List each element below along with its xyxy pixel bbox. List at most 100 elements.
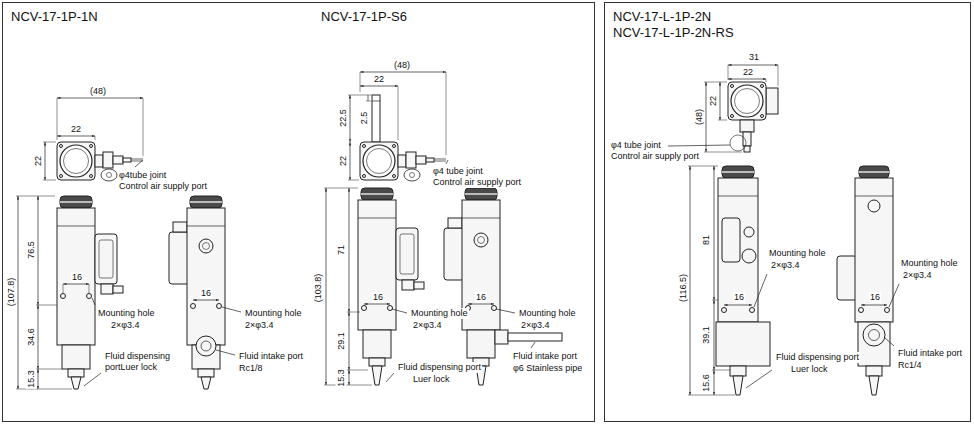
top-view <box>728 79 766 80</box>
front-view <box>400 234 414 274</box>
side-view <box>217 304 222 309</box>
top-view <box>135 160 143 167</box>
callout-label: 2×φ3.4 <box>520 320 551 331</box>
side-view <box>885 308 890 313</box>
dimension-value: 22 <box>742 67 754 78</box>
callout-label: φ6 Stainless pipe <box>512 363 583 374</box>
top-view <box>45 142 46 180</box>
dimension-value: (48) <box>89 86 107 97</box>
top-view <box>706 82 707 152</box>
front-view <box>750 308 755 313</box>
dimension-lines <box>193 300 241 355</box>
callout-label: Fluid dispensing port <box>775 352 860 363</box>
dimension-lines <box>349 370 350 385</box>
side-view <box>201 377 211 389</box>
dimension-lines <box>36 369 62 370</box>
dimension-value: 39.1 <box>701 325 712 345</box>
front-view <box>71 377 81 389</box>
dimension-value: 16 <box>733 292 745 303</box>
front-view <box>362 306 367 311</box>
callout-label: Control air supply port <box>610 151 700 162</box>
top-view <box>372 95 380 142</box>
callout-label: Fluid intake port <box>512 351 578 362</box>
top-view <box>704 152 742 153</box>
side-view <box>508 333 562 341</box>
dimension-lines <box>63 284 89 285</box>
side-view <box>198 369 214 377</box>
dimension-lines <box>690 166 691 395</box>
top-view <box>718 120 727 121</box>
front-view <box>113 286 123 293</box>
dimension-lines <box>92 298 95 305</box>
side-view <box>201 341 211 351</box>
front-view <box>744 227 754 237</box>
model-title: NCV-17-L-1P-2N <box>613 9 711 24</box>
side-view <box>448 218 462 228</box>
front-view <box>718 196 758 197</box>
top-view <box>720 82 721 120</box>
top-view <box>668 65 778 152</box>
dimension-value: 16 <box>71 272 83 283</box>
dimension-lines <box>885 338 894 346</box>
side-view <box>187 226 225 227</box>
top-view <box>360 142 398 180</box>
dimension-lines <box>468 304 494 305</box>
dimension-value: (48) <box>393 60 411 71</box>
dimension-value: 29.1 <box>336 331 347 351</box>
side-view <box>478 237 485 244</box>
model-title: NCV-17-L-1P-2N-RS <box>613 25 734 40</box>
dimension-lines <box>712 370 730 371</box>
front-view <box>369 358 385 366</box>
top-view <box>668 145 730 146</box>
front-view <box>61 294 66 299</box>
side-view <box>173 222 187 232</box>
dimension-lines <box>324 188 358 189</box>
front-view <box>733 376 743 395</box>
dimension-lines <box>531 342 535 348</box>
callout-label: Rc1/4 <box>897 360 923 371</box>
dimension-value: 31 <box>748 52 760 63</box>
callout-label: Mounting hole <box>768 248 827 259</box>
dimension-lines <box>688 166 718 167</box>
callout-label: Mounting hole <box>410 308 469 319</box>
top-view <box>350 95 351 142</box>
dimension-lines <box>714 370 715 395</box>
top-view <box>95 136 96 140</box>
dimension-lines <box>16 389 72 390</box>
dimension-lines <box>712 300 718 301</box>
side-view <box>467 330 495 358</box>
top-view <box>446 72 447 155</box>
top-view <box>143 98 144 156</box>
callout-label: Mounting hole <box>244 308 303 319</box>
dimension-lines <box>861 284 899 346</box>
front-view <box>60 196 92 208</box>
dimension-lines <box>38 369 39 389</box>
callout-label: Control air supply port <box>432 177 522 188</box>
front-view <box>716 322 770 366</box>
dimension-lines <box>36 305 57 306</box>
dimension-lines <box>364 304 390 305</box>
side-view <box>859 171 889 173</box>
top-view <box>348 72 448 181</box>
dimension-value: 22 <box>373 74 385 85</box>
front-view <box>722 218 740 262</box>
callout-label: 2×φ3.4 <box>902 270 933 281</box>
dimension-value: 34.6 <box>26 327 37 347</box>
dimension-value: 16 <box>372 292 384 303</box>
dimension-value: 22 <box>338 155 349 167</box>
front-view <box>722 166 754 178</box>
side-view <box>863 324 885 346</box>
top-view <box>704 82 727 83</box>
top-view <box>360 72 446 73</box>
top-view <box>766 88 778 114</box>
side-view <box>199 239 213 253</box>
top-view <box>778 65 779 86</box>
dimension-lines <box>89 284 90 293</box>
dimension-lines <box>392 309 407 313</box>
callout-label: Control air supply port <box>118 181 208 192</box>
dimension-value: (103.8) <box>313 273 324 304</box>
front-view <box>358 218 396 219</box>
top-view <box>360 72 361 92</box>
front-view <box>388 306 393 311</box>
callout-label: φ4 tube joint <box>432 166 484 177</box>
